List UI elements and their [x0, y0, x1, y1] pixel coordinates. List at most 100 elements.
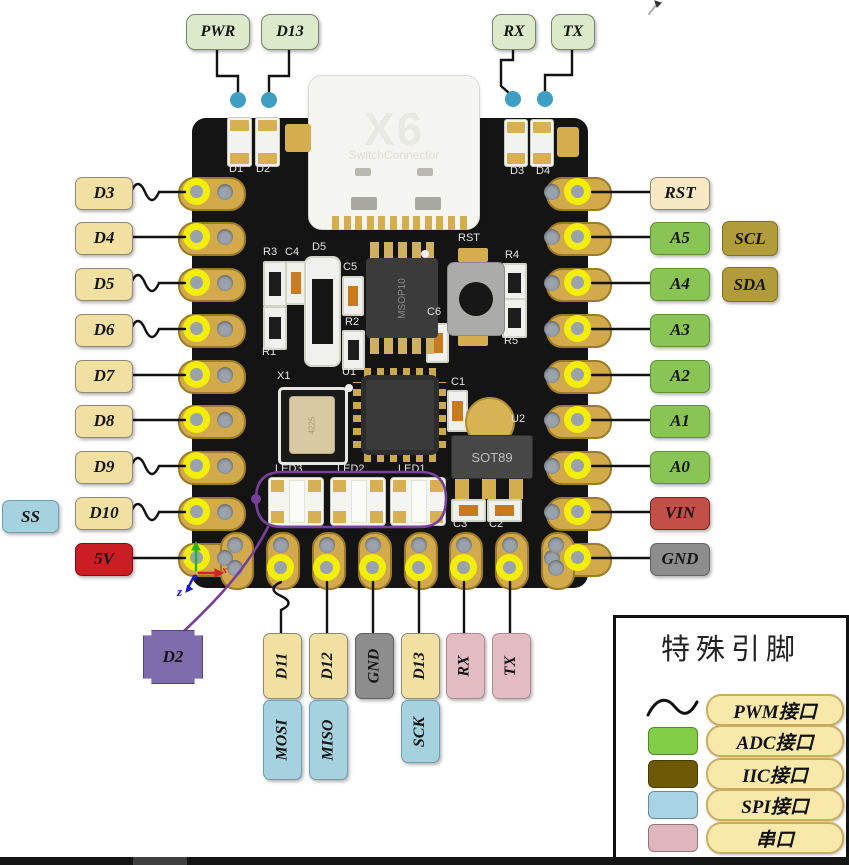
- resistor-r5: [502, 298, 527, 338]
- rst-pad: [458, 334, 488, 346]
- alt-label-scl: SCL: [722, 221, 778, 256]
- pin-hole-highlight: [564, 223, 591, 250]
- gold-pad: [285, 124, 311, 152]
- pin-hole-highlight: [359, 554, 386, 581]
- wire: [654, 0, 662, 8]
- top-label-tx: TX: [551, 14, 595, 50]
- usb-slot: [351, 197, 377, 210]
- pin-label-rst: RST: [650, 176, 710, 210]
- silk-label-d1: D1: [229, 163, 244, 175]
- top-label-pwr: PWR: [186, 14, 250, 50]
- chip-msop10-text: MSOP10: [396, 277, 408, 319]
- pin-hole-highlight: [564, 498, 591, 525]
- pin-label-bottom-gnd: GND: [354, 633, 394, 699]
- u1-pins: [364, 368, 436, 377]
- legend-label: ADC接口: [706, 725, 844, 757]
- top-label-d13: D13: [261, 14, 319, 50]
- usb-tooth: [332, 216, 339, 230]
- pin-hole: [227, 560, 243, 576]
- pin-hole: [544, 321, 560, 337]
- reset-button: [447, 262, 505, 336]
- fiducial-dot: [345, 384, 353, 392]
- pin-hole-highlight: [267, 554, 294, 581]
- pin-label-text: RX: [456, 655, 473, 677]
- pin-label-text: TX: [501, 655, 519, 677]
- pin-hole: [544, 412, 560, 428]
- pin-label-d10: D10: [75, 496, 133, 530]
- silk-label-c4: C4: [285, 246, 300, 258]
- silk-label-rst: RST: [458, 232, 480, 244]
- wire-dot: [230, 92, 246, 108]
- u2-leg: [455, 477, 469, 499]
- silk-label-u1: U1: [342, 366, 357, 378]
- wire-dot: [505, 91, 521, 107]
- legend-row: SPI接口: [616, 789, 846, 821]
- pin-label-bottom-d11: D11: [262, 633, 302, 699]
- u1-pins: [364, 453, 436, 462]
- pin-label-5v: 5V: [75, 542, 133, 576]
- alt-label-miso: MISO: [308, 700, 348, 780]
- resistor-r4: [502, 263, 527, 303]
- pin-hole-highlight: [183, 406, 210, 433]
- resistor-r3: [263, 261, 287, 307]
- msop-pins-top: [370, 242, 434, 258]
- usb-tooth: [366, 216, 374, 230]
- pin-label-d2: D2: [143, 630, 203, 684]
- alt-label-sda: SDA: [722, 267, 778, 302]
- pin-hole-highlight: [183, 269, 210, 296]
- pin-label-d3: D3: [75, 176, 133, 210]
- legend-title: 特殊引脚: [660, 634, 801, 666]
- wire: [129, 456, 187, 476]
- chip-u1: [361, 375, 439, 455]
- pin-hole-highlight: [564, 406, 591, 433]
- pin-label-ss: SS: [2, 500, 59, 533]
- silk-label-r5: R5: [504, 335, 519, 347]
- usb-tooth: [378, 216, 386, 230]
- silk-label-c5: C5: [343, 261, 358, 273]
- pin-label-a4: A4: [650, 267, 710, 301]
- pin-hole: [217, 321, 233, 337]
- wire: [215, 46, 240, 94]
- alt-label-text: MISO: [319, 719, 336, 761]
- pin-hole: [217, 458, 233, 474]
- pin-hole-highlight: [405, 554, 432, 581]
- silk-label-d4: D4: [536, 165, 551, 177]
- bottom-bar-segment: [133, 857, 187, 865]
- wire: [185, 584, 194, 593]
- axis-x-label: x: [222, 565, 227, 576]
- pin-label-d6: D6: [75, 313, 133, 347]
- pin-label-d2-text: D2: [162, 647, 184, 666]
- chip-sot89-text: SOT89: [471, 449, 513, 465]
- pin-hole: [217, 275, 233, 291]
- pin-hole: [502, 537, 518, 553]
- silk-label-x1: X1: [277, 370, 291, 382]
- legend-label: IIC接口: [706, 758, 844, 790]
- pin-hole-highlight: [183, 452, 210, 479]
- led-module-led1: [390, 477, 446, 526]
- alt-label-sck: SCK: [400, 700, 440, 763]
- usb-logo: X6: [363, 103, 425, 155]
- silk-label-led2: LED2: [337, 463, 365, 475]
- pin-label-bottom-d13: D13: [400, 633, 440, 699]
- pin-label-text: D12: [319, 652, 336, 680]
- pin-hole: [411, 537, 427, 553]
- pin-hole: [227, 537, 243, 553]
- usb-slot: [415, 197, 441, 210]
- pin-hole-highlight: [183, 498, 210, 525]
- legend-row: IIC接口: [616, 758, 846, 790]
- pin-hole: [273, 537, 289, 553]
- usb-tooth: [413, 216, 421, 230]
- alt-label-mosi: MOSI: [262, 700, 302, 780]
- silk-label-r4: R4: [505, 249, 520, 261]
- pin-hole: [217, 184, 233, 200]
- pin-hole: [456, 537, 472, 553]
- silk-label-c2: C2: [489, 518, 504, 530]
- crystal-x1: 4225: [278, 387, 348, 465]
- pin-hole-highlight: [564, 544, 591, 571]
- silk-label-led1: LED1: [398, 463, 426, 475]
- crystal-text: 4225: [307, 416, 317, 434]
- wire: [499, 46, 515, 95]
- pin-label-a0: A0: [650, 450, 710, 484]
- legend-row: ADC接口: [616, 725, 846, 757]
